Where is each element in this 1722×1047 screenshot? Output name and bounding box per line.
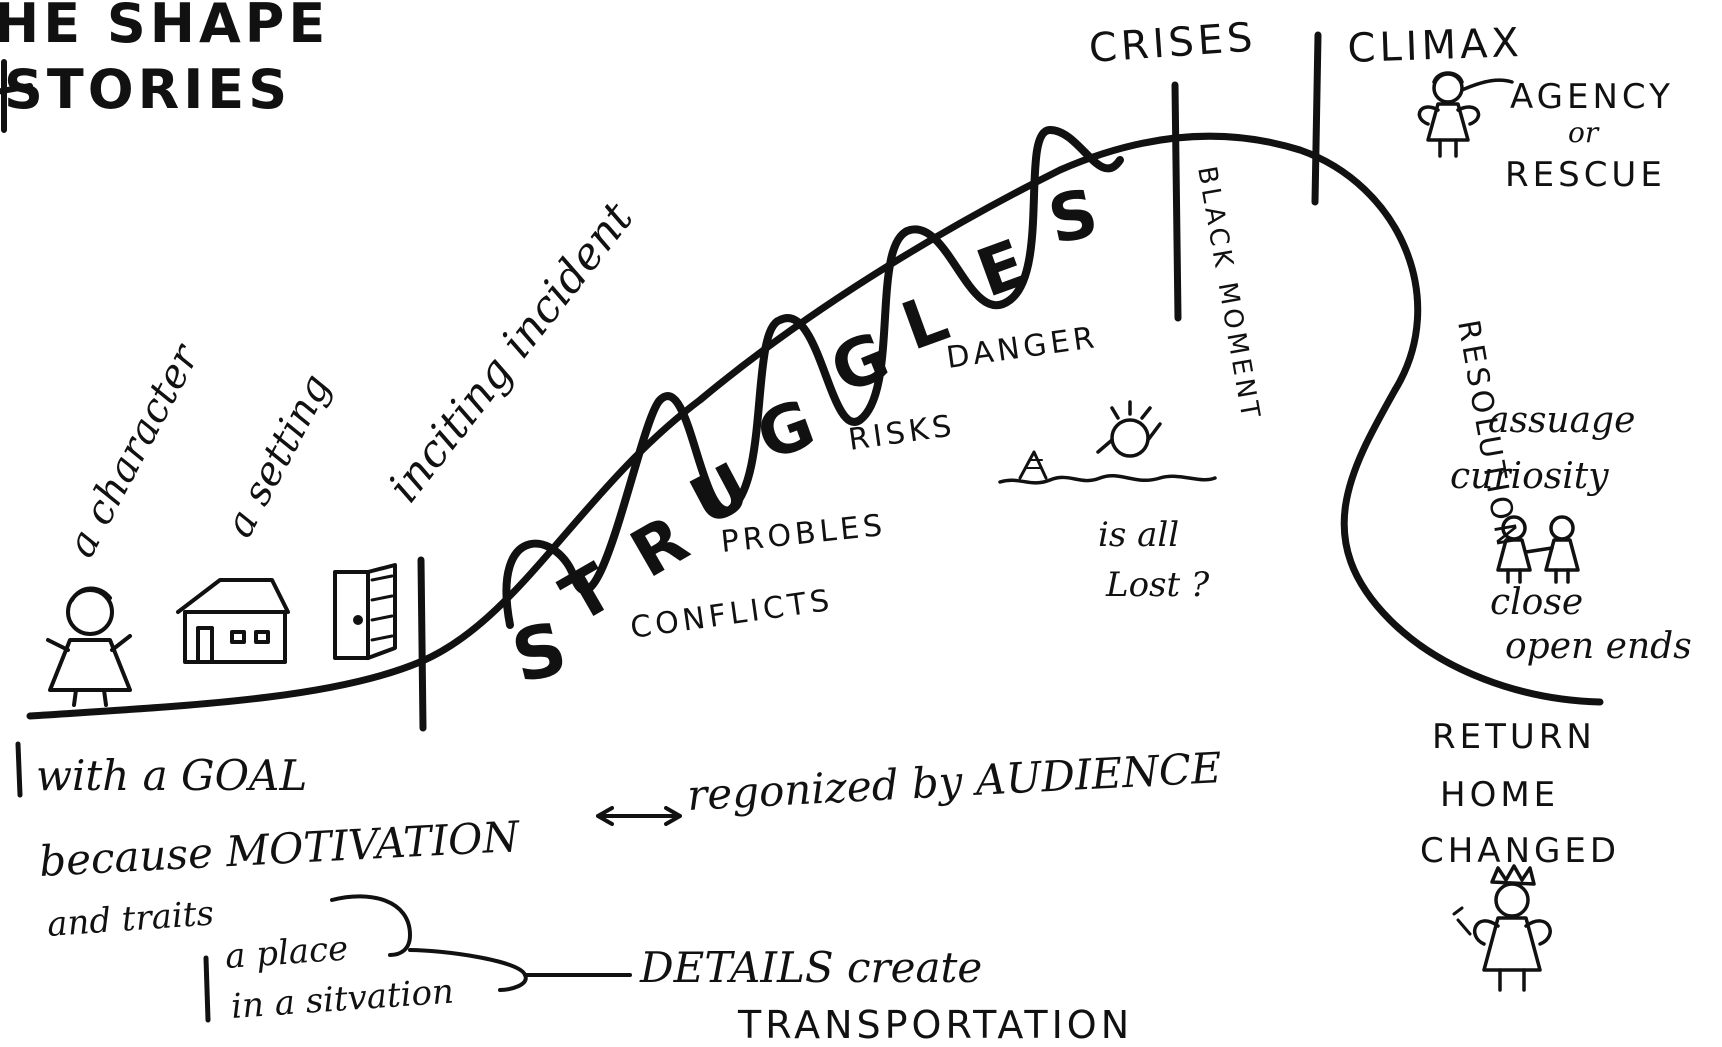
struggles-letter-9: S <box>1042 173 1108 259</box>
note-because-motivation: because MOTIVATION <box>38 812 522 886</box>
character-icon <box>48 588 130 705</box>
house-icon <box>178 580 288 662</box>
label-lost: Lost ? <box>1105 565 1210 605</box>
label-inciting-incident: inciting incident <box>378 193 643 512</box>
label-rescue: RESCUE <box>1505 155 1666 195</box>
note-details-create: DETAILS create <box>639 943 982 992</box>
title-line-2: STORIES <box>4 58 291 121</box>
note-in-a-situation: in a sitvation <box>230 972 455 1027</box>
label-conflicts: CONFLICTS <box>628 583 835 646</box>
label-a-character: a character <box>58 335 209 565</box>
label-is-all: is all <box>1098 515 1179 555</box>
label-a-setting: a setting <box>216 367 340 545</box>
struggles-letter-1: S <box>504 605 579 700</box>
crowned-fairy-icon <box>1454 866 1550 990</box>
note-regonized-by-audience: regonized by AUDIENCE <box>686 743 1223 820</box>
label-agency: AGENCY <box>1510 77 1674 117</box>
note-and-traits: and traits <box>46 893 215 945</box>
door-icon <box>335 565 395 658</box>
climax-divider <box>1315 35 1318 202</box>
note-with-a-goal: with a GOAL <box>36 751 307 800</box>
fairy-icon <box>1419 73 1512 156</box>
inciting-incident-divider <box>421 560 423 728</box>
label-climax: CLIMAX <box>1347 20 1524 72</box>
label-danger: DANGER <box>944 320 1100 376</box>
label-black-moment: BLACK MOMENT <box>1191 164 1265 424</box>
goal-tick <box>18 744 20 795</box>
drowning-figure-icon <box>1000 402 1215 483</box>
label-home: HOME <box>1440 775 1559 815</box>
double-arrow-icon <box>598 808 680 824</box>
label-curiosity: curiosity <box>1450 456 1609 497</box>
label-assuage: assuage <box>1488 400 1635 441</box>
note-a-place: a place <box>224 928 350 976</box>
label-crises: CRISES <box>1087 14 1257 72</box>
label-close: close <box>1490 582 1583 623</box>
note-transportation: TRANSPORTATION <box>737 1003 1133 1047</box>
title-line-1: HE SHAPE <box>0 0 329 55</box>
label-open-ends: open ends <box>1505 626 1692 667</box>
crises-divider <box>1175 85 1178 318</box>
label-changed: CHANGED <box>1420 831 1620 871</box>
place-tick <box>206 958 208 1020</box>
label-or: or <box>1568 116 1600 149</box>
label-return: RETURN <box>1432 717 1596 757</box>
struggles-letter-3: R <box>618 499 704 593</box>
